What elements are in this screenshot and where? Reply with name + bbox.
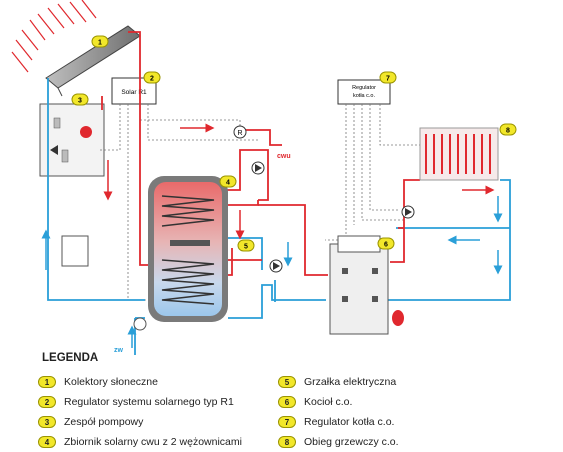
legend-label: Kocioł c.o. (304, 396, 353, 408)
legend-label: Obieg grzewczy c.o. (304, 436, 399, 448)
legend-badge: 5 (278, 376, 296, 388)
valve-r-label: R (237, 130, 242, 137)
label-cwu: cwu (277, 153, 291, 160)
svg-text:4: 4 (226, 180, 230, 187)
legend-item: 2 Regulator systemu solarnego typ R1 (38, 392, 242, 412)
legend-badge: 8 (278, 436, 296, 448)
label-zw: zw (114, 347, 124, 354)
legend-label: Kolektory słoneczne (64, 376, 158, 388)
badge-2: 2 (143, 71, 161, 84)
legend-item: 5 Grzałka elektryczna (278, 372, 399, 392)
legend-label: Regulator systemu solarnego typ R1 (64, 396, 234, 408)
badge-5: 5 (237, 239, 255, 252)
svg-text:7: 7 (386, 76, 390, 83)
legend-item: 7 Regulator kotła c.o. (278, 412, 399, 432)
badge-4: 4 (219, 175, 237, 188)
expansion-vessels (133, 310, 404, 331)
legend-item: 4 Zbiornik solarny cwu z 2 wężownicami (38, 432, 242, 452)
svg-text:5: 5 (244, 244, 248, 251)
boiler-controller: Regulator kotła c.o. (337, 79, 391, 105)
storage-tank (148, 176, 228, 322)
diagram-badges: 1 2 3 4 5 6 7 8 (71, 35, 517, 252)
solar-controller-label: Solar R1 (121, 89, 147, 96)
badge-6: 6 (377, 237, 395, 250)
badge-1: 1 (91, 35, 109, 48)
badge-7: 7 (379, 71, 397, 84)
pump-group (39, 103, 105, 177)
legend-item: 8 Obieg grzewczy c.o. (278, 432, 399, 452)
legend-title: LEGENDA (42, 352, 99, 364)
legend-badge: 1 (38, 376, 56, 388)
svg-text:2: 2 (150, 76, 154, 83)
cold-pipes (47, 78, 511, 355)
legend-badge: 2 (38, 396, 56, 408)
flow-arrows (41, 123, 503, 348)
svg-text:1: 1 (98, 40, 102, 47)
legend-badge: 7 (278, 416, 296, 428)
badge-8: 8 (499, 123, 517, 136)
legend-label: Zbiornik solarny cwu z 2 wężownicami (64, 436, 242, 448)
glycol-canister (61, 235, 89, 267)
mixing-valve: R (233, 125, 247, 139)
pump-icons (251, 161, 415, 273)
legend-label: Zespół pompowy (64, 416, 144, 428)
boiler-controller-label-1: Regulator (352, 85, 376, 91)
svg-text:8: 8 (506, 128, 510, 135)
hot-pipes (101, 31, 420, 276)
legend-item: 3 Zespół pompowy (38, 412, 242, 432)
legend-left-column: 1 Kolektory słoneczne 2 Regulator system… (38, 372, 242, 452)
legend-badge: 6 (278, 396, 296, 408)
legend-item: 6 Kocioł c.o. (278, 392, 399, 412)
svg-text:3: 3 (78, 98, 82, 105)
legend-label: Regulator kotła c.o. (304, 416, 395, 428)
sun-rays (11, 0, 97, 73)
legend-right-column: 5 Grzałka elektryczna 6 Kocioł c.o. 7 Re… (278, 372, 399, 452)
boiler-controller-label-2: kotła c.o. (353, 93, 375, 99)
badge-3: 3 (71, 93, 89, 106)
legend-item: 1 Kolektory słoneczne (38, 372, 242, 392)
legend-badge: 3 (38, 416, 56, 428)
svg-text:6: 6 (384, 242, 388, 249)
boiler (329, 235, 389, 335)
legend-label: Grzałka elektryczna (304, 376, 397, 388)
legend-badge: 4 (38, 436, 56, 448)
radiator (419, 127, 499, 181)
